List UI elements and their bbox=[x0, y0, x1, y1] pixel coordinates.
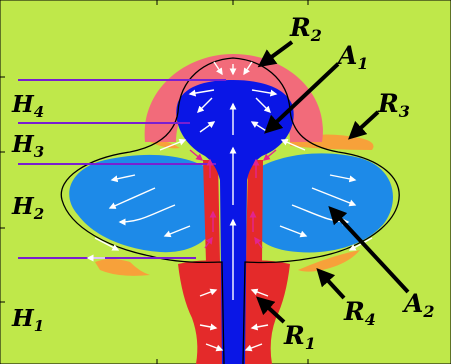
flow-diagram-svg: H4 H3 H2 H1 R2 A1 R3 A2 R4 R1 bbox=[0, 0, 451, 364]
flow-diagram-figure: H4 H3 H2 H1 R2 A1 R3 A2 R4 R1 bbox=[0, 0, 451, 364]
